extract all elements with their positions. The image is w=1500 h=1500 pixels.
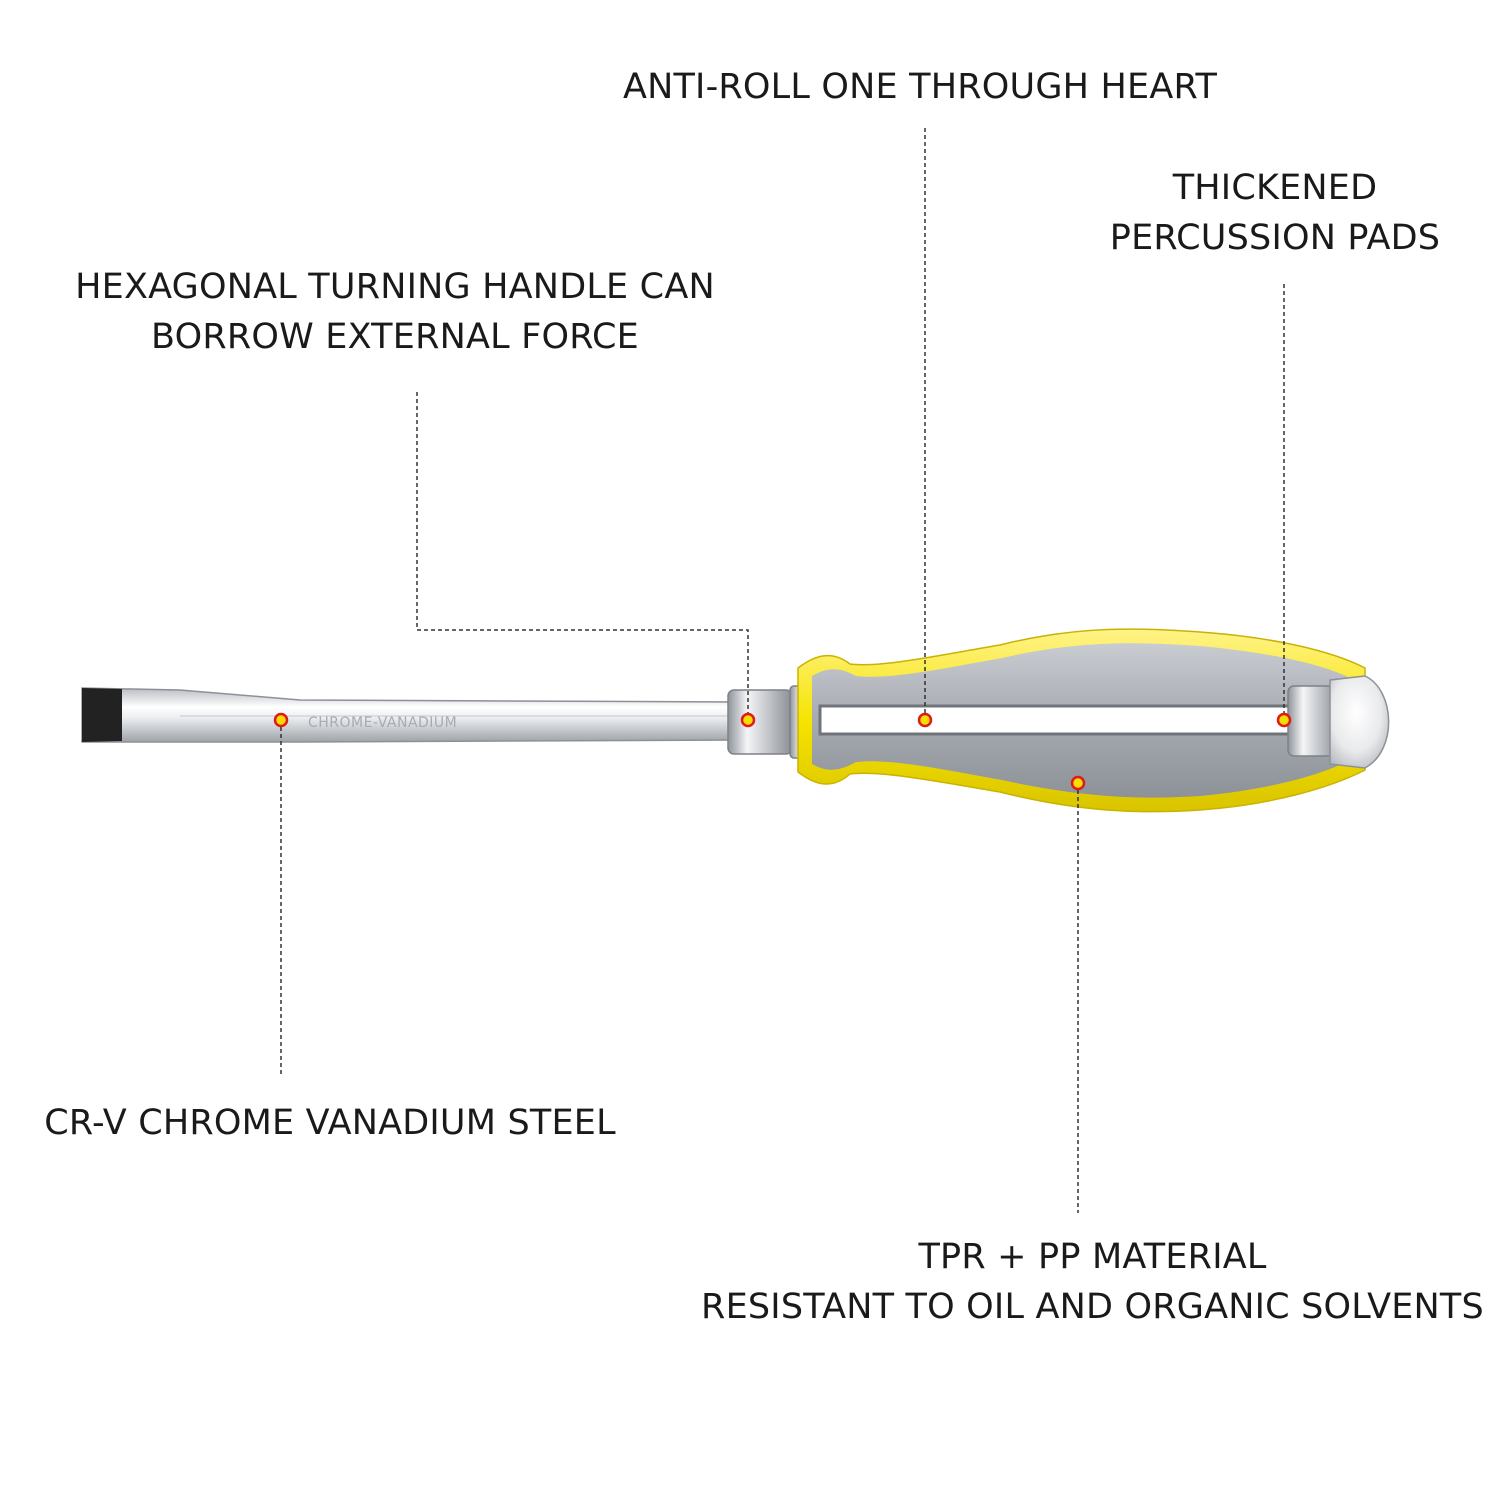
anti-roll-label: ANTI-ROLL ONE THROUGH HEART	[620, 62, 1220, 112]
marker-anti-roll	[917, 712, 933, 728]
leader-hexagonal-handle	[416, 392, 749, 720]
handle	[797, 628, 1366, 813]
hexagonal-handle-line2: BORROW EXTERNAL FORCE	[151, 317, 639, 357]
marker-chrome-vanadium	[273, 712, 289, 728]
percussion-cap	[1287, 675, 1390, 769]
anti-roll-text: ANTI-ROLL ONE THROUGH HEART	[622, 67, 1218, 107]
percussion-pads-line2: PERCUSSION PADS	[1109, 218, 1441, 258]
percussion-pads-label: THICKENED PERCUSSION PADS	[1090, 163, 1460, 263]
hexagonal-handle-line1: HEXAGONAL TURNING HANDLE CAN	[75, 267, 715, 307]
material-label: TPR + PP MATERIAL RESISTANT TO OIL AND O…	[700, 1232, 1485, 1332]
material-line1: TPR + PP MATERIAL	[918, 1237, 1267, 1277]
marker-hexagonal-handle	[740, 712, 756, 728]
marker-percussion-pads	[1276, 712, 1292, 728]
marker-material	[1070, 775, 1086, 791]
flat-tip	[82, 688, 122, 742]
shaft-engraving: CHROME-VANADIUM	[308, 715, 457, 731]
chrome-vanadium-label: CR-V CHROME VANADIUM STEEL	[30, 1098, 630, 1148]
chrome-vanadium-text: CR-V CHROME VANADIUM STEEL	[44, 1103, 616, 1143]
percussion-pads-line1: THICKENED	[1172, 168, 1378, 208]
material-line2: RESISTANT TO OIL AND ORGANIC SOLVENTS	[701, 1287, 1484, 1327]
hexagonal-handle-label: HEXAGONAL TURNING HANDLE CAN BORROW EXTE…	[60, 262, 730, 362]
